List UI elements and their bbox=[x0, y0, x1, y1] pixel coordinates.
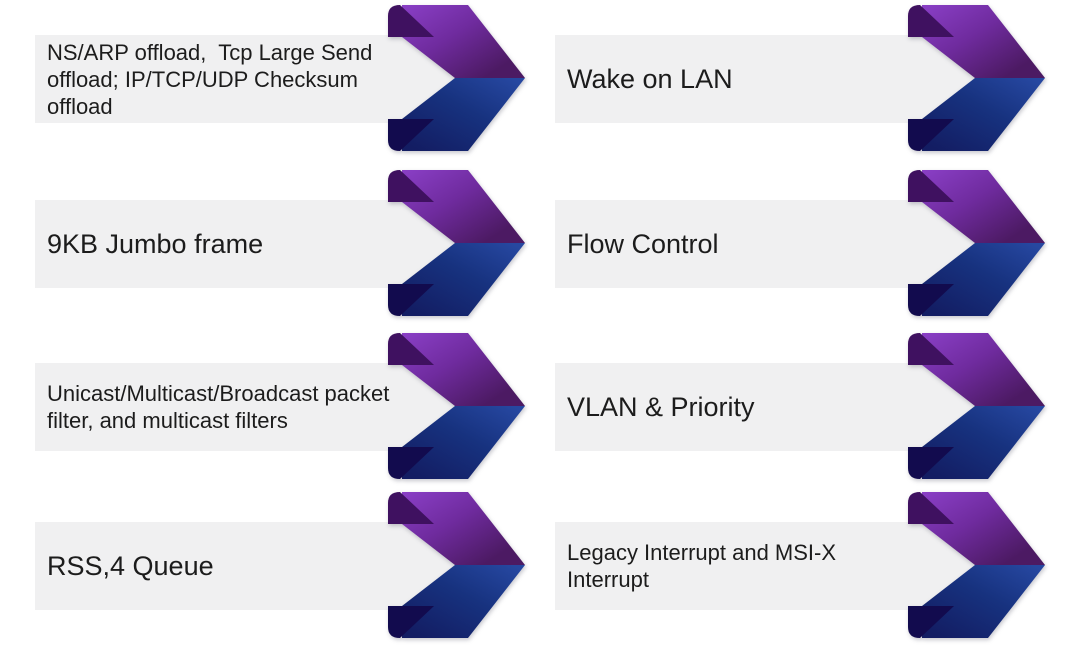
feature-label-box: Wake on LAN bbox=[555, 35, 980, 123]
feature-item: Wake on LAN bbox=[555, 5, 1048, 152]
chevron-arrow-icon bbox=[908, 492, 1045, 638]
feature-label-box: Legacy Interrupt and MSI-X Interrupt bbox=[555, 522, 980, 610]
feature-label: 9KB Jumbo frame bbox=[47, 229, 264, 259]
chevron-arrow-icon bbox=[908, 333, 1045, 479]
feature-label: RSS,4 Queue bbox=[47, 551, 214, 581]
chevron-arrow-icon bbox=[908, 170, 1045, 316]
chevron-arrow-icon bbox=[388, 492, 525, 638]
chevron-arrow-icon bbox=[388, 170, 525, 316]
feature-label: Flow Control bbox=[567, 229, 719, 259]
feature-label-box: NS/ARP offload, Tcp Large Send offload; … bbox=[35, 35, 460, 123]
feature-item: VLAN & Priority bbox=[555, 333, 1048, 480]
chevron-arrow-icon bbox=[388, 333, 525, 479]
feature-label-box: Unicast/Multicast/Broadcast packet filte… bbox=[35, 363, 460, 451]
feature-label: NS/ARP offload, Tcp Large Send offload; … bbox=[47, 39, 379, 119]
feature-item: NS/ARP offload, Tcp Large Send offload; … bbox=[35, 5, 528, 152]
feature-label: Legacy Interrupt and MSI-X Interrupt bbox=[567, 540, 843, 592]
feature-label-box: VLAN & Priority bbox=[555, 363, 980, 451]
chevron-arrow-icon bbox=[388, 5, 525, 151]
chevron-arrow-icon bbox=[908, 5, 1045, 151]
feature-label: VLAN & Priority bbox=[567, 392, 755, 422]
feature-label: Unicast/Multicast/Broadcast packet filte… bbox=[47, 381, 396, 433]
feature-item: Unicast/Multicast/Broadcast packet filte… bbox=[35, 333, 528, 480]
feature-label-box: 9KB Jumbo frame bbox=[35, 200, 460, 288]
feature-item: Flow Control bbox=[555, 170, 1048, 317]
feature-label-box: RSS,4 Queue bbox=[35, 522, 460, 610]
feature-item: 9KB Jumbo frame bbox=[35, 170, 528, 317]
feature-label: Wake on LAN bbox=[567, 64, 733, 94]
feature-label-box: Flow Control bbox=[555, 200, 980, 288]
feature-item: Legacy Interrupt and MSI-X Interrupt bbox=[555, 492, 1048, 639]
feature-item: RSS,4 Queue bbox=[35, 492, 528, 639]
